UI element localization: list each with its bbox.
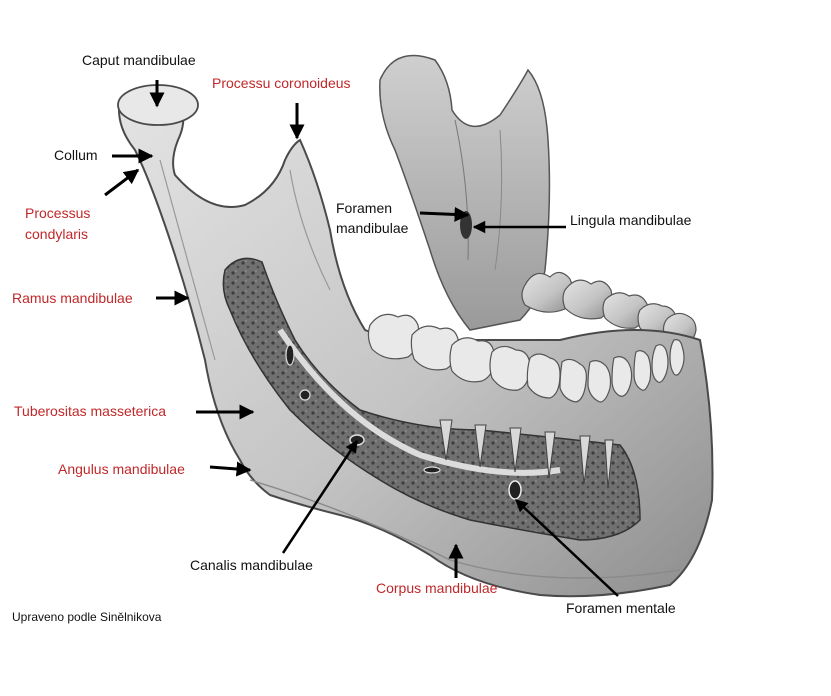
arrow-condylaris <box>104 168 140 197</box>
arrow-angulus <box>209 461 252 477</box>
label-arrows <box>104 80 619 597</box>
lower-front-teeth <box>367 313 685 403</box>
label-collum: Collum <box>54 147 98 163</box>
label-tuberositas-masseterica: Tuberositas masseterica <box>14 403 166 419</box>
arrow-canalis <box>281 439 359 554</box>
foramen-mentale-hole <box>508 480 522 500</box>
label-ramus-mandibulae: Ramus mandibulae <box>12 290 133 306</box>
label-angulus-mandibulae: Angulus mandibulae <box>58 461 185 477</box>
canalis-channel <box>277 328 561 476</box>
label-foramen-mentale: Foramen mentale <box>566 600 676 616</box>
label-foramen-mandibulae-line1: Foramen <box>336 200 393 216</box>
arrow-foramen-mandibulae <box>419 206 470 222</box>
cutaway-section <box>222 257 641 541</box>
label-processu-coronoideus: Processu coronoideus <box>212 75 351 91</box>
source-credit: Upraveno podle Sinělnikova <box>12 610 162 624</box>
label-processus-condylaris-line1: Processus <box>25 205 91 221</box>
label-canalis-mandibulae: Canalis mandibulae <box>190 557 313 573</box>
label-lingula-mandibulae: Lingula mandibulae <box>570 212 692 228</box>
label-foramen-mandibulae-line2: mandibulae <box>336 220 409 236</box>
label-caput-mandibulae: Caput mandibulae <box>82 52 196 68</box>
label-corpus-mandibulae: Corpus mandibulae <box>376 580 498 596</box>
arrow-foramen-mentale <box>515 499 619 597</box>
label-processus-condylaris-line2: condylaris <box>25 226 89 242</box>
